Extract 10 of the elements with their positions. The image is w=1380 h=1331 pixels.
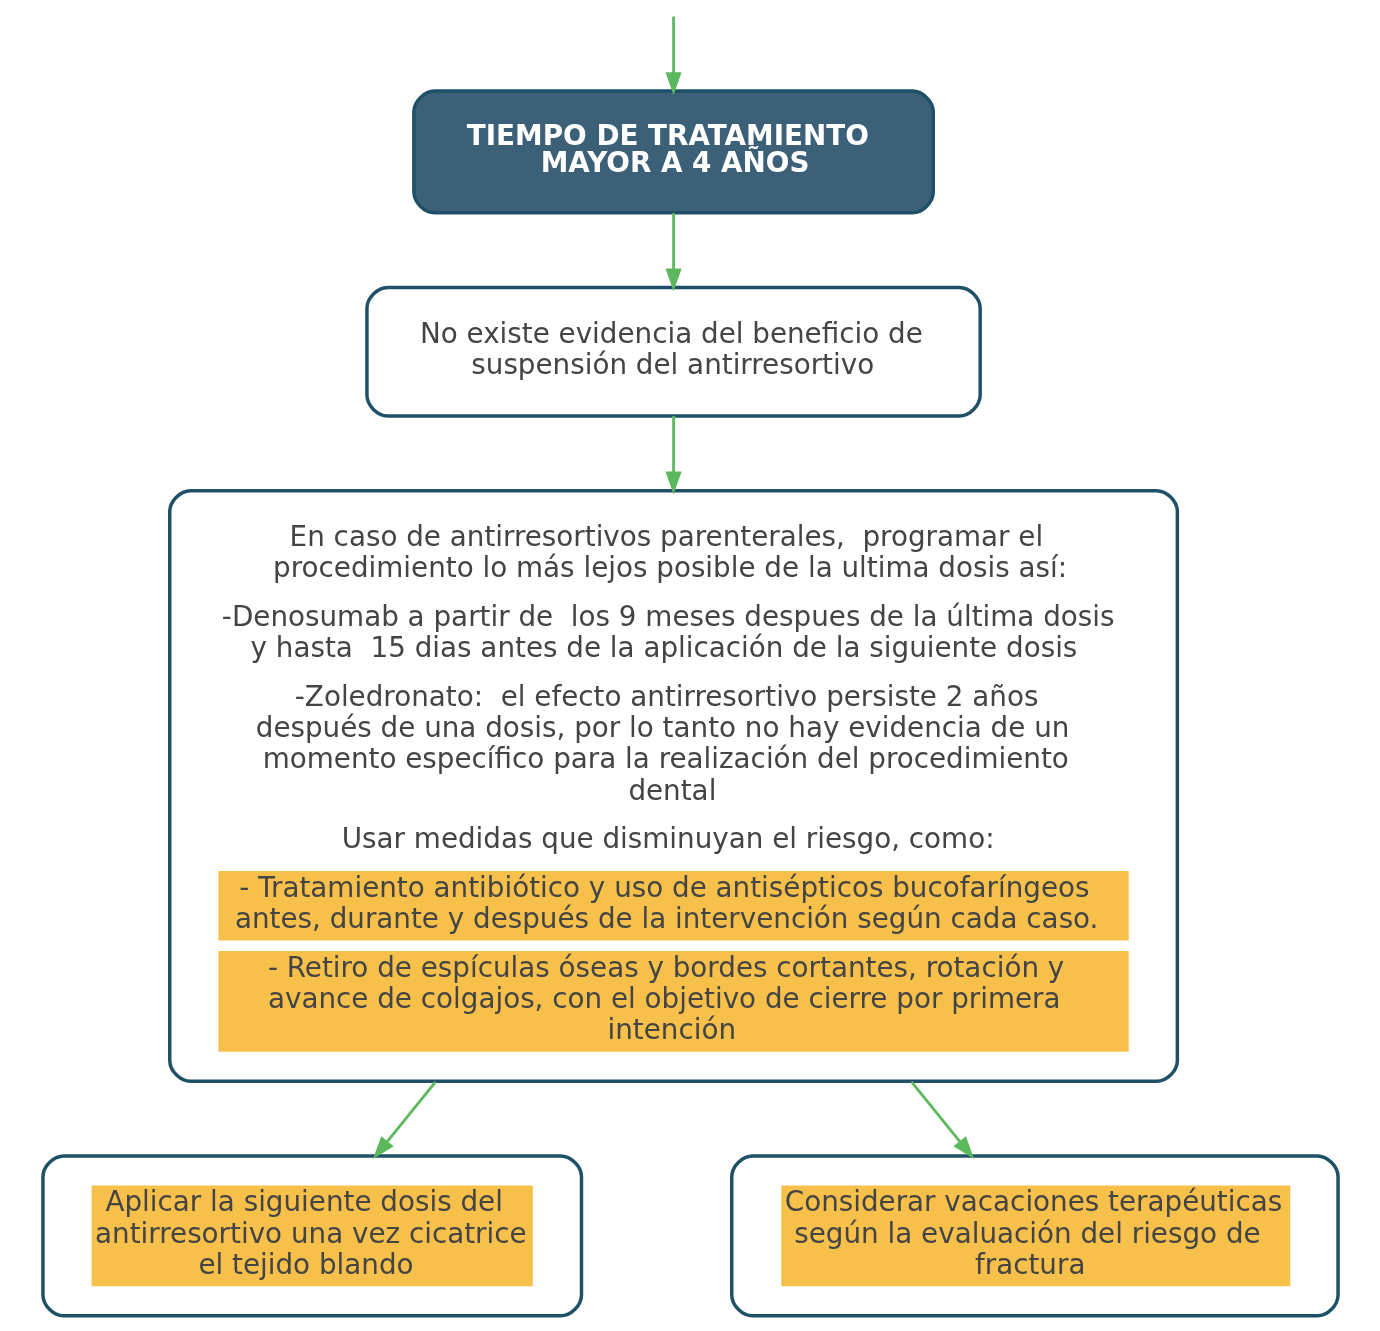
node-box: No existe evidencia del beneficio de suspensión del antirresortivo — [364, 285, 982, 418]
node-box: Aplicar la siguiente dosis del antirresortivo una vez cicatrice el tejido blando — [40, 1154, 583, 1318]
arrow — [372, 1080, 437, 1160]
arrow — [665, 213, 682, 292]
node-box: Considerar vacaciones terapéuticas según la evaluación del riesgo de fractura — [729, 1154, 1340, 1318]
node-box: TIEMPO DE TRATAMIENTO MAYOR A 4 AÑOS — [411, 89, 935, 215]
node-box: En caso de antirresortivos parenterales, programar el procedimiento lo más lejos posible de la ultima dosis así: -Denosumab a partir de los 9 meses despues de la última dosis y hasta 15 dias antes de la aplicación de la siguiente dosis -Zoledronato: el efecto antirresortivo persiste 2 años después de una dosis, por lo tanto no hay evidencia de un momento específico para la realización del procedimiento dental Usar medidas que disminuyan el riesgo, como: - Tratamiento antibiótico y uso de antisépticos bucofaríngeos antes, durante y después de la intervención según cada caso. - Retiro de espículas óseas y bordes cortantes, rotación y avance de colgajos, con el objetivo de cierre por primera intención — [167, 488, 1179, 1084]
arrow — [665, 16, 682, 96]
arrow — [665, 416, 682, 495]
arrow — [910, 1080, 974, 1160]
